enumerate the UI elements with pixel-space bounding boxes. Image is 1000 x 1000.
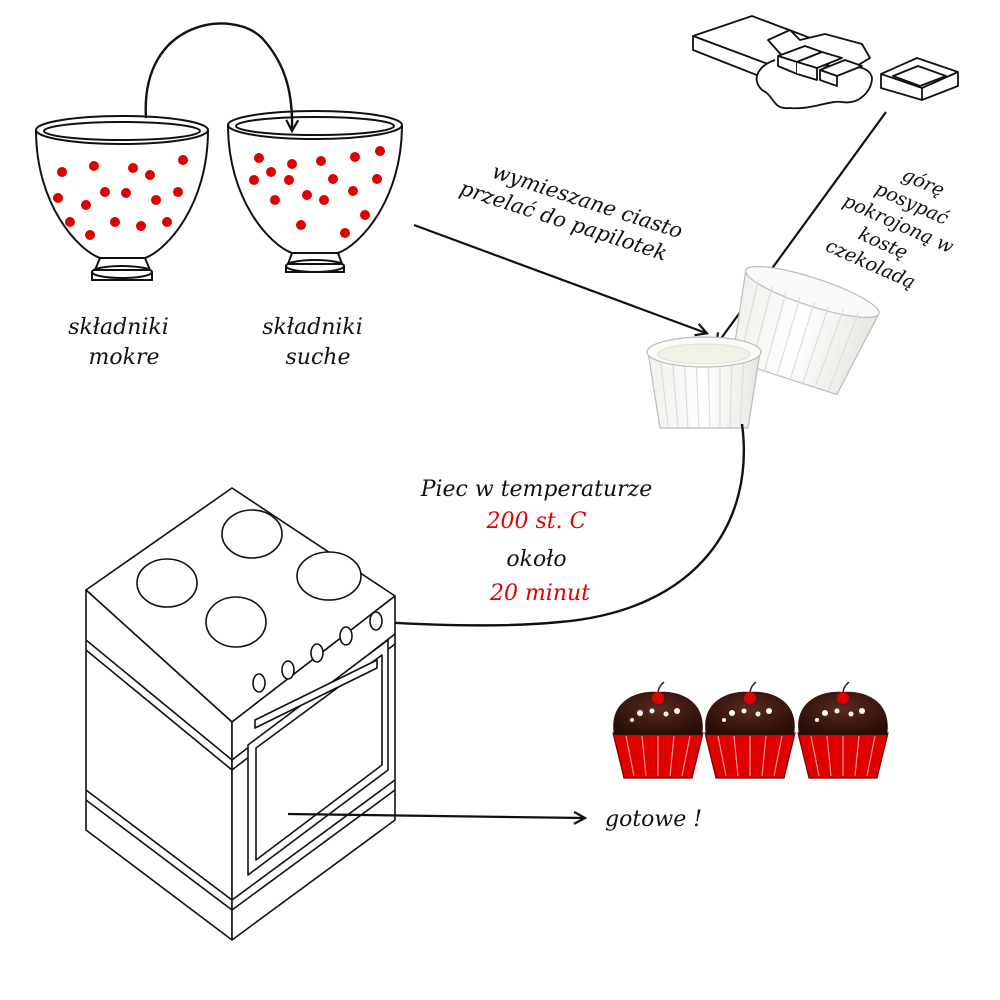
chocolate-bar-icon — [692, 15, 959, 110]
bowl-dots — [53, 155, 188, 240]
dry-ingredients-label: składniki suche — [262, 315, 370, 370]
bowl-icon — [35, 115, 209, 281]
cupcake-liner-icon — [646, 265, 880, 429]
done-arrow — [287, 814, 584, 818]
done-label: gotowe ! — [605, 807, 702, 832]
batter-label: wymieszane ciasto przelać do papilotek — [457, 151, 692, 270]
oven-knob — [281, 660, 295, 680]
stove-oven-icon — [85, 487, 396, 941]
wet-ingredients-bowl — [35, 115, 209, 281]
oven-knob — [310, 643, 324, 663]
cupcake-icon — [704, 681, 796, 779]
dry-ingredients-bowl — [227, 110, 403, 273]
cupcake-icon — [612, 681, 704, 779]
oven-label: Piec w temperaturze 200 st. C około 20 m… — [420, 477, 660, 606]
mix-arrow — [144, 22, 292, 130]
oven-knob — [252, 673, 266, 693]
oven-knob — [369, 611, 383, 631]
wet-ingredients-label: składniki mokre — [68, 315, 176, 370]
batter-arrow — [413, 223, 706, 333]
bake-arrow — [380, 423, 746, 625]
bowl-icon — [227, 110, 403, 273]
cupcake-icon — [797, 681, 889, 779]
bowl-dots — [249, 146, 385, 238]
oven-knob — [339, 626, 353, 646]
